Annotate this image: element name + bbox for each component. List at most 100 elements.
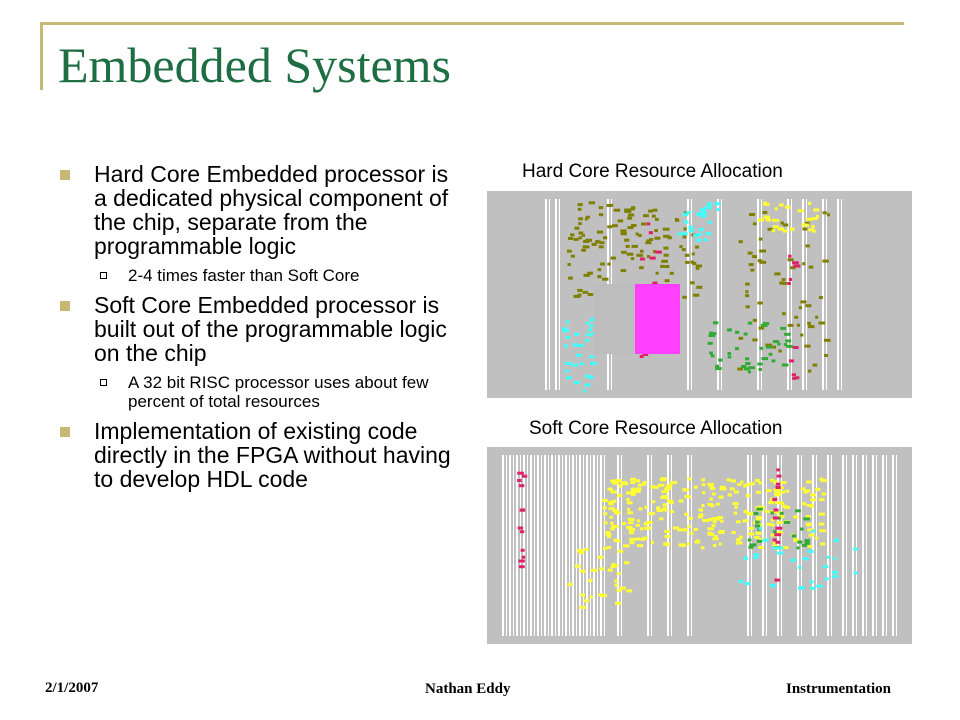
green-logic-cell <box>747 538 752 542</box>
fpga-column <box>761 199 762 390</box>
cyan-logic-cell <box>573 380 580 384</box>
green-logic-cell <box>771 359 776 363</box>
fpga-column <box>846 455 847 636</box>
red-logic-cell <box>639 257 645 261</box>
yellow-logic-cell <box>602 499 608 502</box>
green-logic-cell <box>755 520 760 524</box>
fpga-column <box>520 455 521 636</box>
yellow-logic-cell <box>793 515 799 519</box>
fpga-column <box>579 455 581 636</box>
yellow-logic-cell <box>818 522 825 526</box>
yellow-logic-cell <box>777 531 784 535</box>
olive-logic-cell <box>684 253 690 257</box>
yellow-logic-cell <box>659 517 664 521</box>
olive-logic-cell <box>591 242 597 246</box>
yellow-logic-cell <box>635 537 641 541</box>
olive-logic-cell <box>624 208 632 212</box>
fpga-column <box>822 199 824 390</box>
green-logic-cell <box>709 351 713 355</box>
fpga-column <box>534 455 535 636</box>
yellow-logic-cell <box>677 528 685 532</box>
green-logic-cell <box>785 339 792 343</box>
olive-logic-cell <box>752 338 758 342</box>
green-logic-cell <box>781 363 789 367</box>
yellow-logic-cell <box>775 511 783 515</box>
fpga-column <box>721 199 722 390</box>
cyan-logic-cell <box>699 208 707 212</box>
cyan-logic-cell <box>562 327 568 331</box>
olive-logic-cell <box>800 300 807 304</box>
cyan-logic-cell <box>743 556 749 560</box>
red-logic-cell <box>521 555 526 559</box>
yellow-logic-cell <box>611 562 616 566</box>
olive-logic-cell <box>807 369 812 373</box>
yellow-logic-cell <box>589 595 593 599</box>
fpga-column <box>502 455 504 636</box>
yellow-logic-cell <box>605 531 611 535</box>
cyan-logic-cell <box>564 344 568 348</box>
yellow-logic-cell <box>749 482 755 486</box>
olive-logic-cell <box>600 262 605 266</box>
green-logic-cell <box>743 367 750 371</box>
olive-logic-cell <box>808 325 815 329</box>
cyan-logic-cell <box>697 232 702 236</box>
yellow-logic-cell <box>765 218 771 222</box>
yellow-logic-cell <box>637 487 642 491</box>
cyan-logic-cell <box>833 557 837 561</box>
olive-logic-cell <box>695 245 699 249</box>
olive-logic-cell <box>655 217 659 221</box>
yellow-logic-cell <box>781 490 785 494</box>
cyan-logic-cell <box>591 332 595 336</box>
olive-logic-cell <box>798 306 802 310</box>
olive-logic-cell <box>818 296 823 299</box>
fpga-column <box>621 455 622 636</box>
yellow-logic-cell <box>635 523 641 527</box>
yellow-logic-cell <box>651 540 655 544</box>
olive-logic-cell <box>683 227 687 231</box>
fpga-column <box>892 455 894 636</box>
olive-logic-cell <box>645 241 652 245</box>
yellow-logic-cell <box>630 491 636 494</box>
olive-logic-cell <box>745 294 750 298</box>
olive-logic-cell <box>646 255 651 258</box>
yellow-logic-cell <box>683 528 688 532</box>
yellow-logic-cell <box>614 539 621 543</box>
olive-logic-cell <box>745 290 749 294</box>
fpga-column <box>766 455 767 636</box>
yellow-logic-cell <box>697 515 703 519</box>
yellow-logic-cell <box>777 515 785 519</box>
yellow-logic-cell <box>621 522 626 526</box>
yellow-logic-cell <box>809 504 814 508</box>
olive-logic-cell <box>587 293 594 296</box>
olive-logic-cell <box>812 363 818 367</box>
red-logic-cell <box>517 471 524 475</box>
red-logic-cell <box>772 516 779 520</box>
olive-logic-cell <box>660 264 665 268</box>
yellow-logic-cell <box>821 492 827 496</box>
green-logic-cell <box>762 322 770 326</box>
yellow-logic-cell <box>785 489 790 493</box>
green-logic-cell <box>801 543 807 547</box>
red-logic-cell <box>788 254 792 258</box>
yellow-logic-cell <box>770 518 775 522</box>
fpga-column <box>717 199 719 390</box>
yellow-logic-cell <box>732 502 739 506</box>
slide-title: Embedded Systems <box>58 37 452 93</box>
yellow-logic-cell <box>771 523 775 527</box>
cyan-logic-cell <box>589 355 595 359</box>
yellow-logic-cell <box>707 482 714 486</box>
sub-bullet-speed: 2-4 times faster than Soft Core <box>94 266 465 285</box>
red-logic-cell <box>792 346 799 349</box>
yellow-logic-cell <box>797 209 804 213</box>
green-logic-cell <box>797 540 803 544</box>
yellow-logic-cell <box>740 480 744 484</box>
yellow-logic-cell <box>608 500 613 504</box>
yellow-logic-cell <box>693 485 698 489</box>
yellow-logic-cell <box>696 539 700 543</box>
fpga-column <box>886 455 887 636</box>
cyan-logic-cell <box>589 324 594 328</box>
red-logic-cell <box>774 533 782 537</box>
yellow-logic-cell <box>772 541 777 545</box>
olive-logic-cell <box>804 344 811 348</box>
yellow-logic-cell <box>627 517 635 521</box>
